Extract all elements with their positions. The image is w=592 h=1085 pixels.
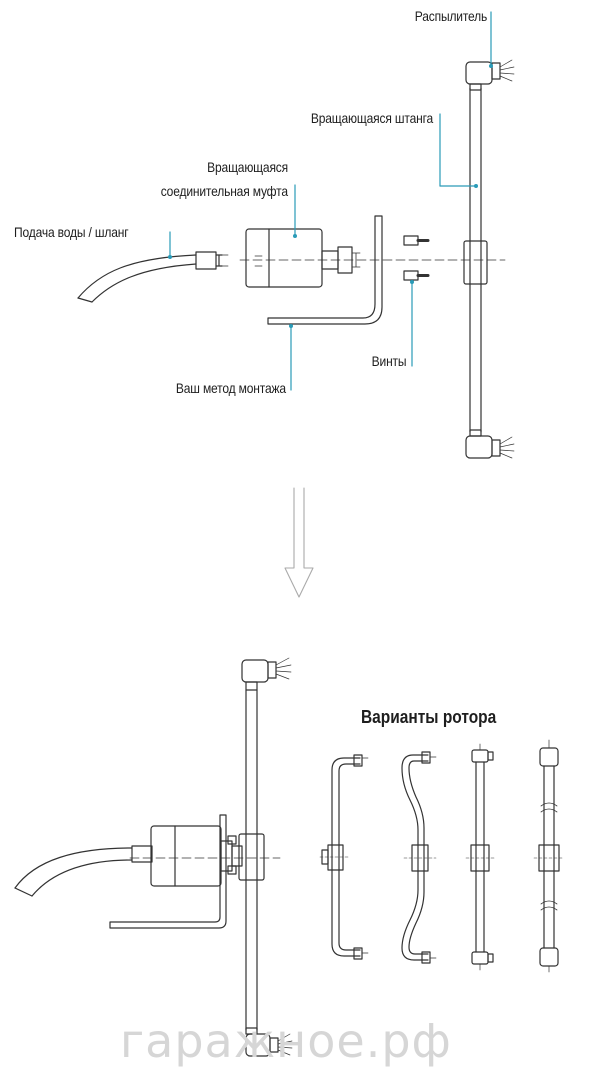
rotating-bar-bottom: [227, 657, 293, 1057]
label-water-supply: Подача воды / шланг: [14, 224, 129, 240]
coupling-top: [245, 228, 361, 288]
mounting-bracket-top: [267, 215, 383, 325]
rotor-variant-c-shape: [319, 754, 369, 960]
label-mounting: Ваш метод монтажа: [175, 380, 286, 396]
hose-bottom: [14, 845, 153, 897]
coupling-bottom: [150, 825, 243, 887]
rotating-bar-top: [463, 59, 515, 459]
label-coupling-line1: Вращающаяся: [207, 159, 288, 175]
rotor-variants-title: Варианты ротора: [361, 707, 497, 727]
label-screws: Винты: [371, 353, 406, 369]
label-sprayer: Распылитель: [414, 8, 488, 24]
rotor-variant-s-bend: [401, 751, 437, 964]
rotor-variant-segmented: [533, 739, 565, 973]
down-arrow: [284, 487, 314, 598]
hose-top: [77, 251, 229, 303]
rotor-variant-straight: [465, 743, 497, 971]
label-rotating-bar: Вращающаяся штанга: [310, 110, 433, 126]
leader-lines: [168, 11, 493, 391]
mounting-bracket-bottom: [109, 814, 227, 929]
label-coupling-line2: соединительная муфта: [160, 183, 288, 199]
watermark: гаражное.рф: [120, 1014, 452, 1068]
screws-top: [403, 235, 430, 281]
